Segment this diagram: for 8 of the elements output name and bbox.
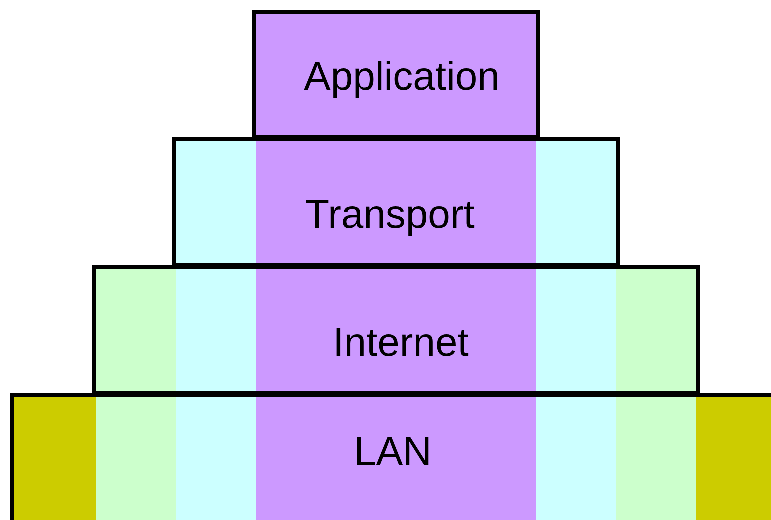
layer-box (92, 265, 700, 395)
layer-box (10, 393, 771, 520)
layer-box (172, 137, 620, 267)
layer-box (252, 10, 540, 139)
layer-label: LAN (354, 432, 432, 472)
layer-label: Application (304, 57, 500, 97)
layer-label: Internet (333, 323, 469, 363)
layer-label: Transport (305, 195, 475, 235)
